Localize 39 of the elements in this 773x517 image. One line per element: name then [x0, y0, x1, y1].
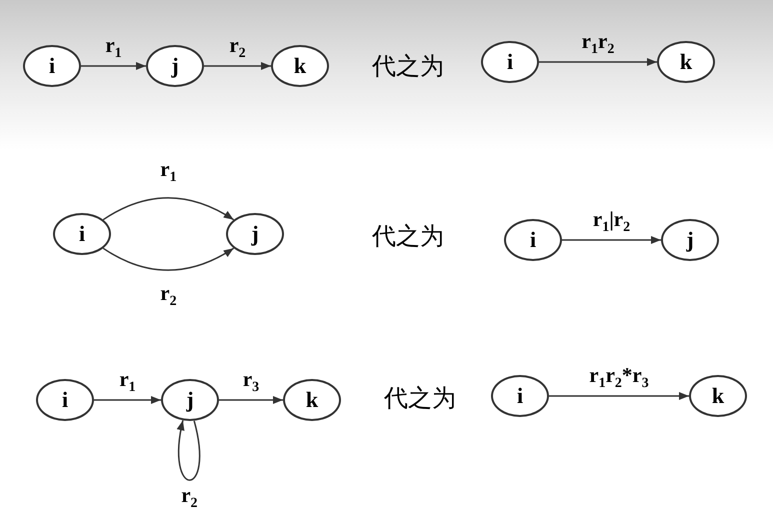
edge-label: r$_{1}$|r$_{2}$: [592, 208, 630, 236]
arrow: [102, 248, 234, 271]
edge-label: r$_{1}$r$_{2}$: [582, 30, 614, 58]
edge-label: r$_{1}$: [119, 368, 136, 396]
edge-label: r$_{3}$: [242, 368, 260, 396]
state-label: i: [506, 51, 514, 73]
edge-label: r$_{2}$: [181, 485, 198, 512]
state-label: j: [686, 229, 694, 251]
arrow: [549, 392, 689, 400]
replacement-note: 代之为: [384, 383, 456, 414]
replacement-note: 代之为: [372, 221, 444, 252]
state-label: j: [186, 389, 194, 411]
state-label: j: [251, 223, 259, 245]
replacement-note: 代之为: [372, 51, 444, 82]
state-label: k: [306, 389, 318, 411]
edge-label: r$_{1}$r$_{2}$*r$_{3}$: [589, 364, 649, 392]
edge-label: r$_{1}$: [105, 34, 122, 62]
state-label: i: [78, 223, 86, 245]
edge-label: r$_{2}$: [229, 34, 246, 62]
self-loop-arrow: [177, 420, 200, 481]
state-label: k: [712, 385, 724, 407]
arrow: [562, 236, 661, 244]
arrow: [204, 62, 271, 70]
state-label: j: [171, 55, 179, 77]
state-label: i: [516, 385, 524, 407]
edge-label: r$_{1}$: [160, 158, 177, 185]
state-label: k: [294, 55, 306, 77]
arrow: [81, 62, 146, 70]
state-ellipse: [53, 213, 111, 255]
edge-label: r$_{2}$: [160, 283, 177, 310]
state-label: i: [48, 55, 56, 77]
state-label: i: [530, 229, 536, 251]
arrow: [102, 197, 234, 220]
arrow: [219, 396, 283, 404]
state-label: i: [62, 389, 68, 411]
arrow: [539, 58, 657, 66]
state-ellipse: [226, 213, 284, 255]
arrow: [94, 396, 161, 404]
state-label: k: [680, 51, 692, 73]
